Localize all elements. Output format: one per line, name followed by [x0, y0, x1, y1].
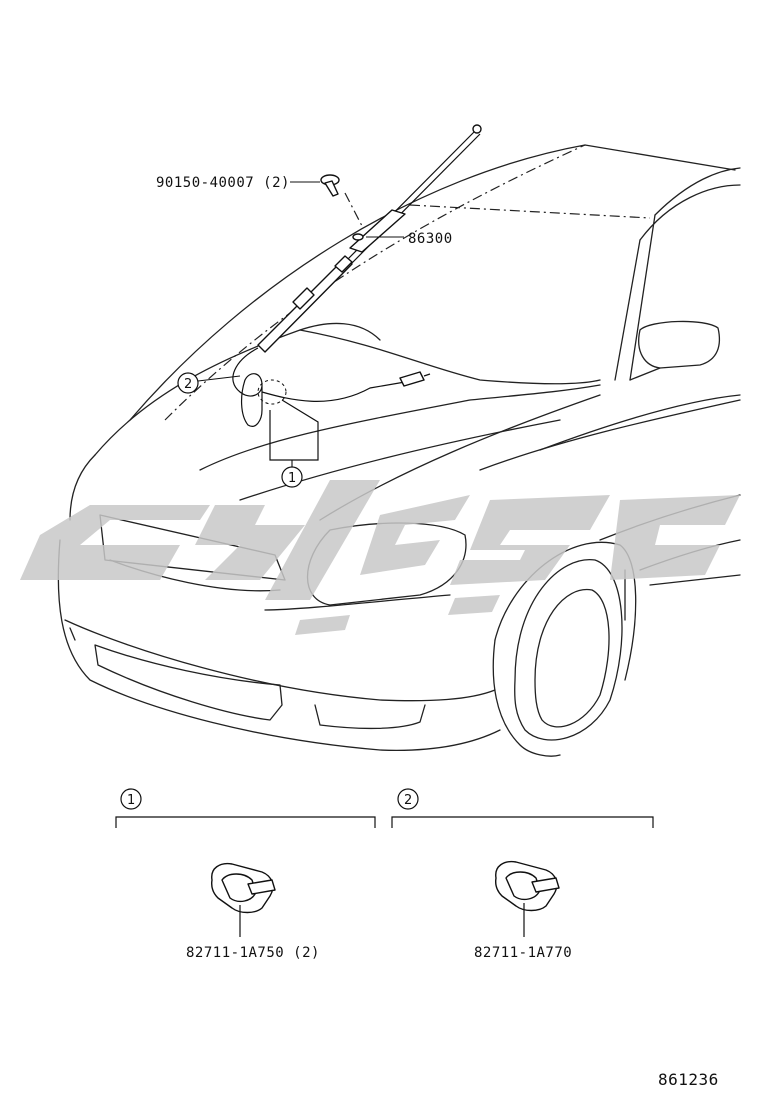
bracket-group-1: 1 — [115, 788, 376, 828]
svg-text:1: 1 — [288, 471, 296, 486]
callout-1-marker: 1 — [281, 466, 303, 488]
bolt-part-number: 90150-40007 (2) — [156, 175, 290, 191]
svg-text:2: 2 — [184, 377, 192, 392]
bolt-icon — [320, 174, 340, 197]
watermark-logo — [20, 480, 740, 635]
bracket-1-number: 1 — [127, 793, 135, 808]
clip-1-part-number: 82711-1A750 (2) — [186, 945, 320, 961]
bracket-group-2: 2 — [391, 788, 654, 828]
antenna-part-number: 86300 — [408, 231, 453, 247]
clip-2-part-number: 82711-1A770 — [474, 945, 572, 961]
clip-icon — [210, 862, 276, 937]
clip-icon — [494, 860, 560, 937]
callout-2-marker: 2 — [177, 372, 199, 394]
diagram-id: 861236 — [658, 1070, 719, 1089]
antenna-assembly — [232, 124, 482, 427]
bracket-2-number: 2 — [404, 793, 412, 808]
